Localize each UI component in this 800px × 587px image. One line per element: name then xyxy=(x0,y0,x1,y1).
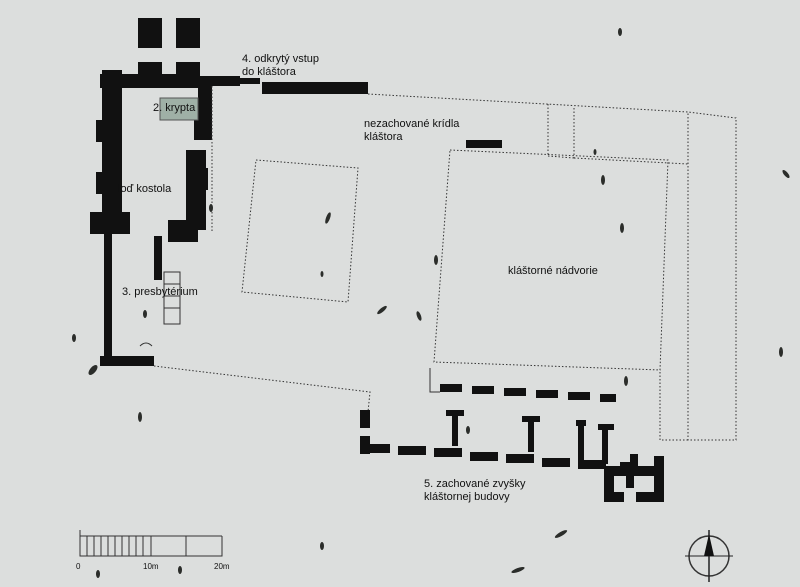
courtyard-label: kláštorné nádvorie xyxy=(508,265,598,277)
wings-label-line1: nezachované krídla xyxy=(364,118,460,130)
preserved-remains xyxy=(360,368,664,502)
entrance-label-line1: 4. odkrytý vstup xyxy=(242,53,319,65)
presbytery-label: 3. presbytérium xyxy=(122,286,198,298)
remains-label-line2: kláštornej budovy xyxy=(424,491,510,503)
monastery-outline xyxy=(153,86,737,441)
north-arrow-icon xyxy=(685,530,733,582)
insect-specks xyxy=(72,28,790,578)
wall-fragment xyxy=(466,140,502,148)
scale-tick-0: 0 xyxy=(76,562,81,571)
remains-label-line1: 5. zachované zvyšky xyxy=(424,478,526,490)
scale-tick-20: 20m xyxy=(214,562,230,571)
scale-bar: 0 10m 20m xyxy=(76,530,230,571)
wings-label-line2: kláštora xyxy=(364,131,403,143)
garden-square xyxy=(241,159,359,303)
crypt-area xyxy=(159,97,199,121)
entrance-label-line2: do kláštora xyxy=(242,66,297,78)
church-walls xyxy=(90,18,368,366)
presbytery-steps xyxy=(139,271,181,347)
crypt-label: 2. krypta xyxy=(153,102,196,114)
courtyard-outline xyxy=(433,149,669,371)
nave-label: loď kostola xyxy=(118,183,172,195)
scale-tick-10: 10m xyxy=(143,562,159,571)
